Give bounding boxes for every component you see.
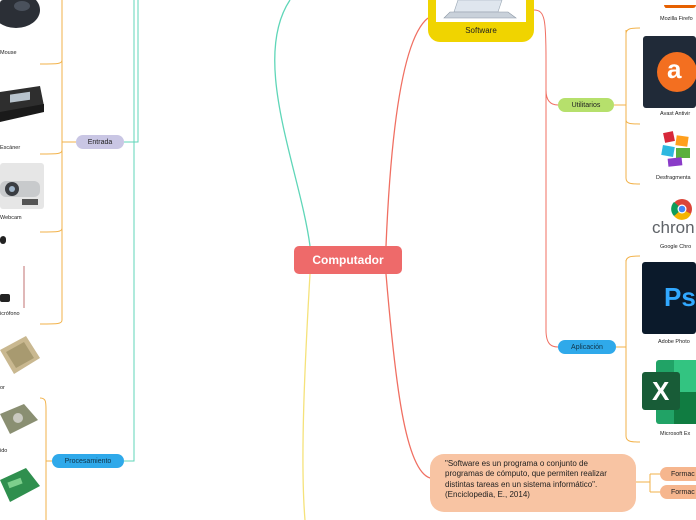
firefox-icon — [664, 0, 696, 8]
processor-image — [0, 334, 40, 380]
caption-chrome: Google Chro — [660, 244, 692, 250]
microphone-icon — [0, 236, 25, 308]
photoshop-logo-text: Ps — [664, 282, 696, 312]
firefox-logo — [662, 0, 696, 8]
mouse-icon — [0, 0, 40, 28]
chrome-icon — [671, 199, 692, 220]
branch-entrada-trunk — [124, 0, 139, 143]
excel-icon — [642, 360, 696, 424]
center-label: Computador — [312, 253, 384, 267]
category-entrada-label: Entrada — [87, 138, 113, 146]
software-node[interactable]: Software — [428, 0, 534, 42]
center-node-computador[interactable]: Computador — [294, 246, 402, 274]
processor-icon — [0, 336, 40, 374]
branch-software-down — [533, 9, 559, 348]
category-aplicacion-label: Aplicación — [571, 343, 603, 351]
caption-photoshop: Adobe Photo — [658, 339, 690, 345]
category-entrada[interactable]: Entrada — [76, 135, 124, 149]
caption-mouse: Mouse — [0, 50, 17, 56]
branch-to-entrada — [274, 0, 311, 247]
scanner-icon — [0, 86, 44, 122]
software-definition-quote[interactable]: "Software es un programa o conjunto de p… — [430, 454, 636, 512]
avast-icon — [657, 52, 696, 92]
format-pill-1[interactable]: Formac — [660, 467, 696, 481]
caption-escaner: Escáner — [0, 145, 21, 151]
category-utilitarios[interactable]: Utilitarios — [558, 98, 614, 112]
format-pill-2-label: Formac — [671, 488, 695, 496]
avast-logo-text: a — [667, 54, 682, 84]
format-pill-2[interactable]: Formac — [660, 485, 696, 499]
procesamiento-bracket — [39, 397, 52, 520]
memory-board-icon — [0, 468, 40, 502]
caption-webcam: Webcam — [0, 215, 22, 221]
webcam-icon — [0, 181, 40, 205]
disk-image — [0, 400, 40, 440]
branch-to-quote — [385, 273, 431, 479]
category-utilitarios-label: Utilitarios — [571, 101, 601, 109]
aplicacion-bracket — [616, 255, 641, 443]
quote-to-formats — [636, 473, 660, 493]
excel-logo: X — [636, 356, 696, 428]
software-label: Software — [465, 26, 497, 35]
branch-to-procesamiento — [302, 273, 311, 520]
avast-logo: a — [643, 36, 696, 108]
entrada-bracket — [39, 0, 76, 325]
webcam-image — [0, 163, 44, 209]
utilitarios-bracket — [614, 27, 641, 185]
laptop-image — [436, 0, 526, 22]
mouse-image — [0, 0, 40, 42]
category-procesamiento-label: Procesamiento — [64, 457, 112, 465]
memory-image — [0, 466, 40, 520]
hard-disk-icon — [0, 404, 38, 434]
caption-microfono: icrófono — [0, 311, 20, 317]
category-procesamiento[interactable]: Procesamiento — [52, 454, 124, 468]
laptop-icon — [443, 0, 517, 19]
caption-avast: Avast Antivir — [660, 111, 691, 117]
microphone-image — [0, 236, 32, 308]
caption-defrag: Desfragmenta — [656, 175, 691, 181]
chrome-logo-text: chron — [652, 218, 695, 237]
defrag-icon — [661, 131, 690, 167]
chrome-logo: chron — [650, 198, 696, 238]
format-pill-1-label: Formac — [671, 470, 695, 478]
quote-text: "Software es un programa o conjunto de p… — [445, 459, 607, 499]
caption-excel: Microsoft Ex — [660, 431, 691, 437]
category-aplicacion[interactable]: Aplicación — [558, 340, 616, 354]
caption-procesador: or — [0, 385, 5, 391]
excel-logo-text: X — [652, 376, 670, 406]
scanner-image — [0, 82, 44, 128]
defrag-logo — [660, 128, 696, 170]
caption-disco: ido — [0, 448, 8, 454]
photoshop-logo: Ps — [642, 262, 696, 334]
branch-procesamiento-trunk — [124, 0, 135, 462]
branch-to-software — [385, 17, 429, 247]
caption-firefox: Mozilla Firefo — [660, 16, 693, 22]
